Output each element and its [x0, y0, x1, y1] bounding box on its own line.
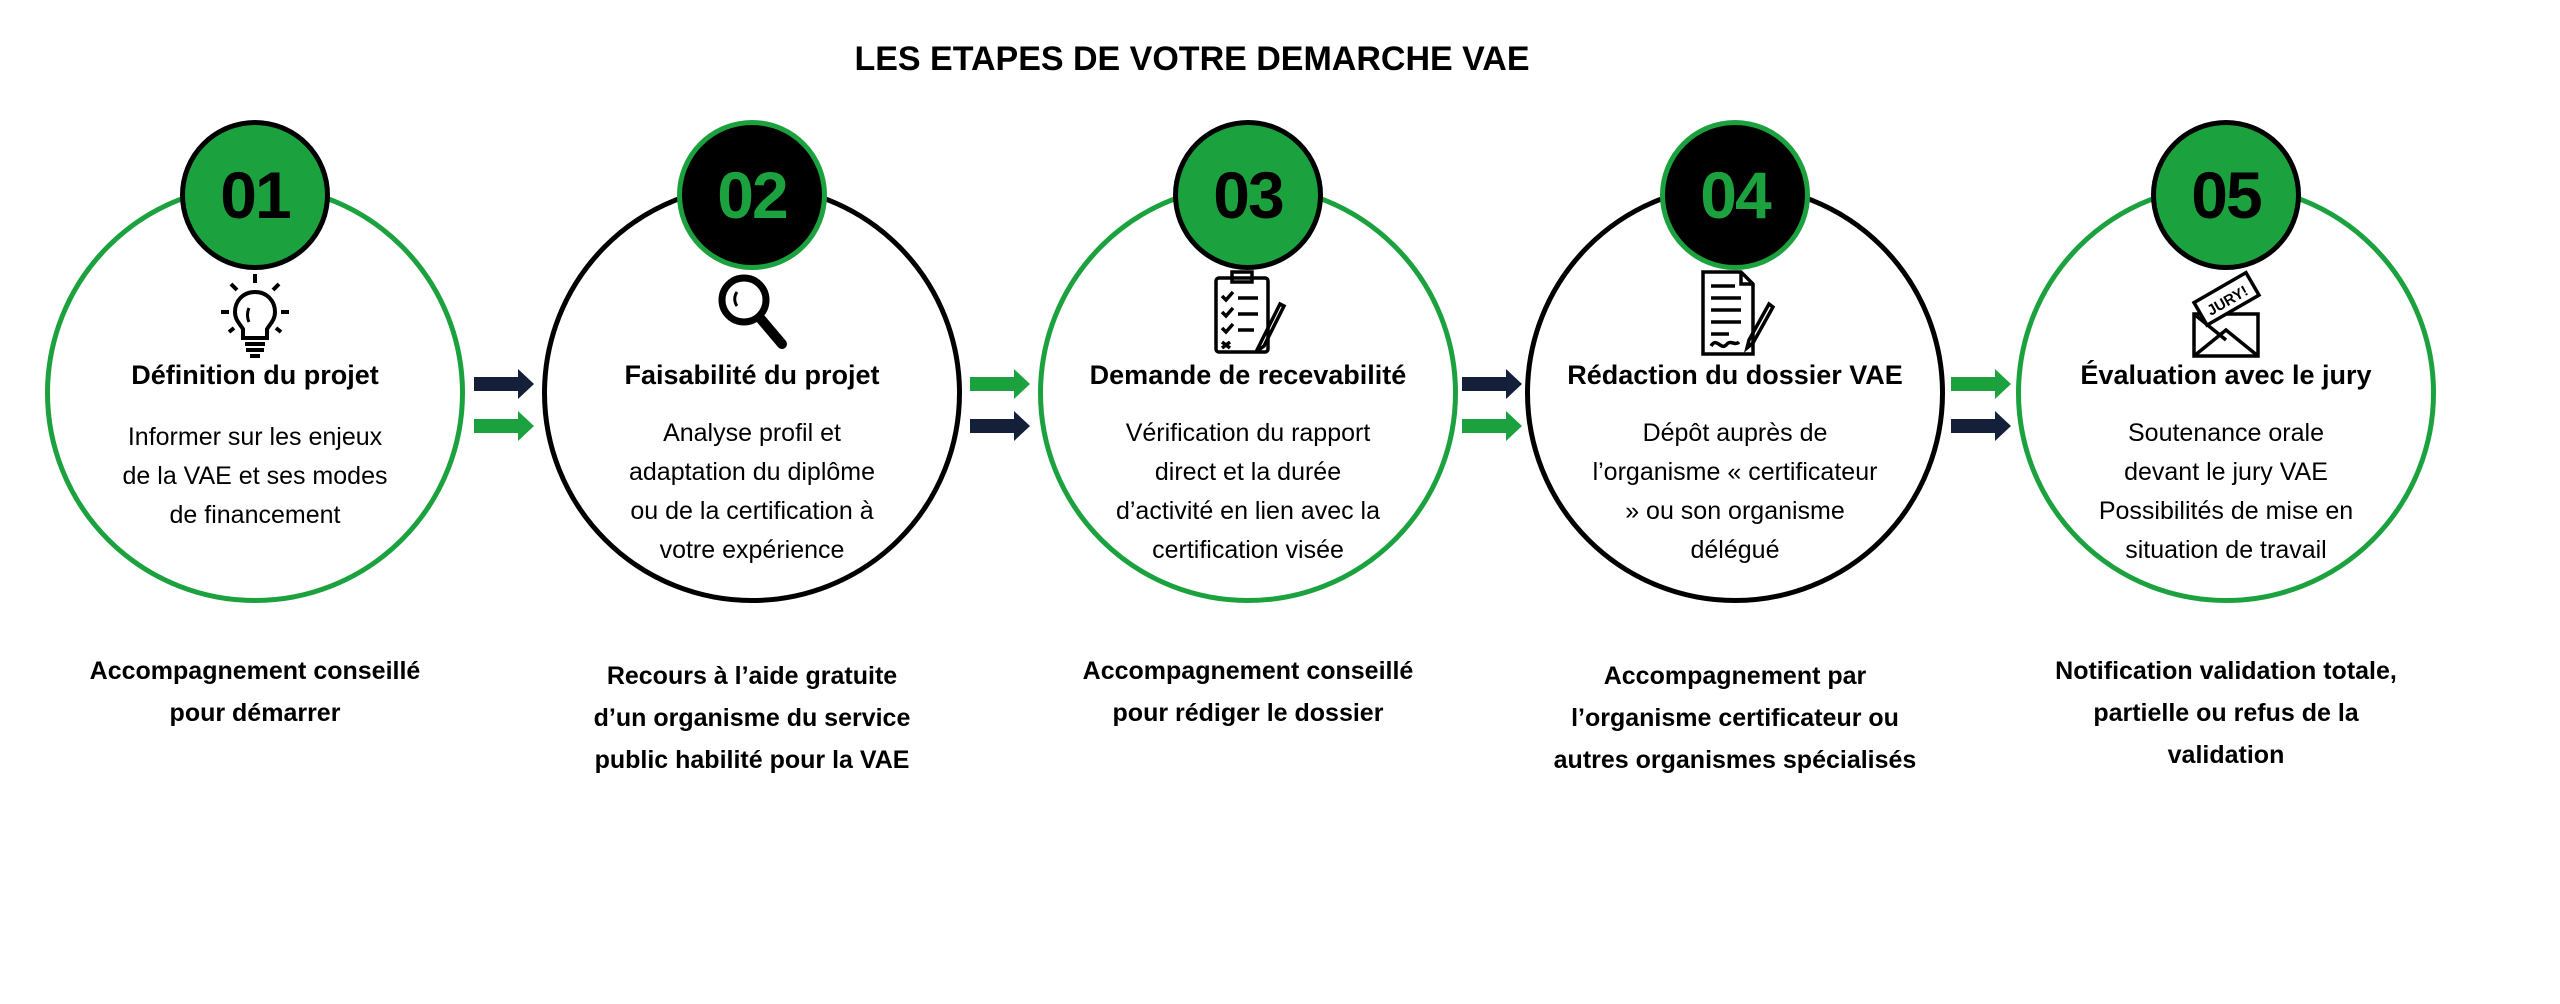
- note-line: Accompagnement conseillé: [1082, 657, 1414, 685]
- description-line: Possibilités de mise en: [2098, 497, 2354, 525]
- note-line: partielle ou refus de la: [2093, 699, 2359, 727]
- step-2-number-badge: 02: [677, 120, 827, 270]
- note-line: pour démarrer: [169, 699, 341, 727]
- lightbulb-icon: [215, 268, 295, 358]
- description-line: de la VAE et ses modes: [122, 462, 388, 490]
- description-line: délégué: [1690, 536, 1780, 564]
- arrow-right-icon: [1950, 411, 2011, 441]
- step-1-description: Informer sur les enjeux de la VAE et ses …: [95, 418, 415, 535]
- step-2-description: Analyse profil et adaptation du diplôme ou…: [592, 414, 912, 570]
- note-line: Accompagnement par: [1603, 662, 1867, 690]
- jury-envelope-icon: JURY!: [2186, 268, 2266, 358]
- description-line: de financement: [169, 501, 341, 529]
- arrow-right-icon: [1461, 369, 1522, 399]
- note-line: d’un organisme du service: [593, 704, 911, 732]
- description-line: certification visée: [1152, 536, 1344, 564]
- description-line: adaptation du diplôme: [628, 458, 876, 486]
- arrow-right-icon: [1950, 369, 2011, 399]
- checklist-icon: [1208, 268, 1288, 358]
- document-pen-icon: [1695, 268, 1776, 358]
- description-line: » ou son organisme: [1625, 497, 1845, 525]
- step-2-support-note: Recours à l’aide gratuite d’un organisme …: [532, 655, 972, 781]
- note-line: Notification validation totale,: [2055, 657, 2397, 685]
- step-5-description: Soutenance orale devant le jury VAE Possib…: [2066, 414, 2386, 570]
- description-line: Soutenance orale: [2128, 419, 2324, 447]
- magnifier-icon: [712, 268, 792, 358]
- note-line: Recours à l’aide gratuite: [606, 662, 898, 690]
- note-line: validation: [2167, 741, 2285, 769]
- description-line: direct et la durée: [1154, 458, 1342, 486]
- step-5-support-note: Notification validation totale, partielle…: [2006, 650, 2446, 776]
- step-3-description: Vérification du rapport direct et la duré…: [1088, 414, 1408, 570]
- arrow-right-icon: [970, 369, 1030, 399]
- note-line: pour rédiger le dossier: [1112, 699, 1384, 727]
- arrow-right-icon: [1461, 411, 1522, 441]
- description-line: Analyse profil et: [663, 419, 841, 447]
- step-1-heading: Définition du projet: [131, 360, 379, 390]
- step-5-heading: Évaluation avec le jury: [2080, 360, 2372, 390]
- step-4-number-badge: 04: [1660, 120, 1810, 270]
- description-line: votre expérience: [659, 536, 845, 564]
- description-line: devant le jury VAE: [2124, 458, 2328, 486]
- step-3-number-badge: 03: [1173, 120, 1323, 270]
- description-line: Informer sur les enjeux: [127, 423, 383, 451]
- step-1-number-badge: 01: [180, 120, 330, 270]
- arrow-right-icon: [473, 369, 534, 399]
- description-line: Dépôt auprès de: [1642, 419, 1828, 447]
- step-4-support-note: Accompagnement par l’organisme certificat…: [1515, 655, 1955, 781]
- description-line: ou de la certification à: [630, 497, 874, 525]
- diagram-title: LES ETAPES DE VOTRE DEMARCHE VAE: [854, 40, 1530, 78]
- step-5-number-badge: 05: [2151, 120, 2301, 270]
- description-line: l’organisme « certificateur: [1592, 458, 1878, 486]
- description-line: situation de travail: [2125, 536, 2327, 564]
- step-3-support-note: Accompagnement conseillé pour rédiger le …: [1028, 650, 1468, 734]
- description-line: d’activité en lien avec la: [1115, 497, 1381, 525]
- step-2-heading: Faisabilité du projet: [624, 360, 880, 390]
- description-line: Vérification du rapport: [1125, 419, 1371, 447]
- note-line: public habilité pour la VAE: [594, 746, 910, 774]
- step-1-support-note: Accompagnement conseillé pour démarrer: [35, 650, 475, 734]
- step-3-heading: Demande de recevabilité: [1089, 360, 1407, 390]
- note-line: l’organisme certificateur ou: [1571, 704, 1899, 732]
- step-4-description: Dépôt auprès de l’organisme « certificate…: [1575, 414, 1895, 570]
- note-line: autres organismes spécialisés: [1553, 746, 1917, 774]
- arrow-right-icon: [970, 411, 1030, 441]
- arrow-right-icon: [473, 411, 534, 441]
- note-line: Accompagnement conseillé: [89, 657, 421, 685]
- step-4-heading: Rédaction du dossier VAE: [1567, 360, 1903, 390]
